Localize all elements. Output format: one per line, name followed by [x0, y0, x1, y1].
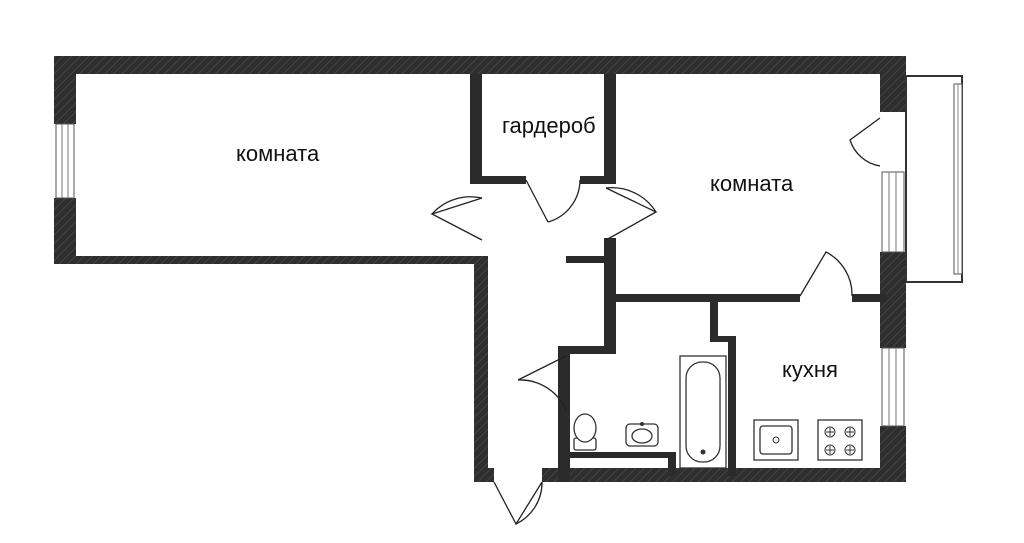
- sink-icon: [625, 422, 659, 447]
- toilet-icon: [573, 413, 597, 451]
- outer-walls: [54, 56, 906, 482]
- stove-icon: [817, 419, 863, 461]
- room-label-wardrobe: гардероб: [502, 113, 596, 138]
- kitchen-fixtures: [753, 419, 863, 461]
- room-label-kitchen: кухня: [782, 357, 838, 382]
- kitchen-sink-icon: [753, 419, 799, 461]
- bath-fixtures: [573, 355, 727, 469]
- windows: [55, 123, 905, 427]
- room-label-room-2: комната: [710, 171, 794, 196]
- room-label-room-1: комната: [236, 141, 320, 166]
- bathtub-icon: [679, 355, 727, 469]
- inner-walls: [470, 74, 886, 482]
- doors: [430, 117, 881, 526]
- balcony: [905, 75, 963, 283]
